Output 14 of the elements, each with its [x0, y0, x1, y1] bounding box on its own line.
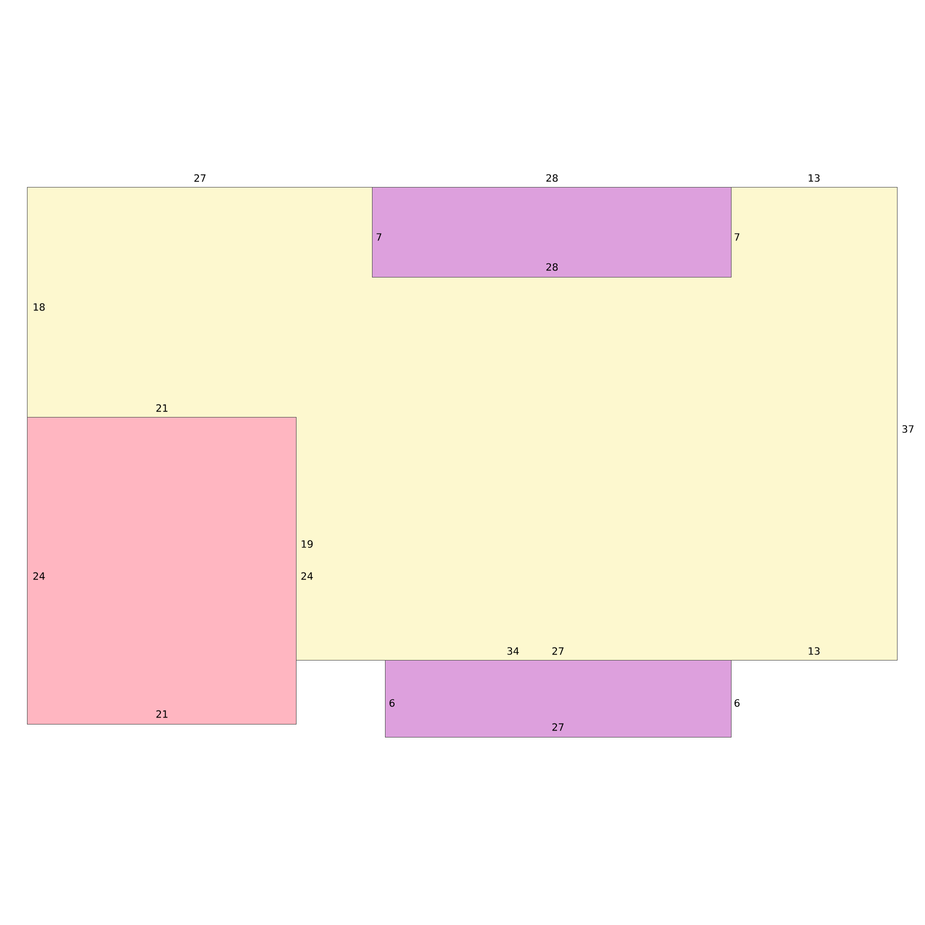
dimension-label: 13	[808, 174, 820, 182]
dimension-label: 28	[546, 263, 558, 271]
area-rectangle	[385, 660, 732, 738]
dimension-label: 24	[33, 572, 45, 580]
dimension-label: 7	[376, 233, 382, 241]
area-rectangle	[27, 417, 296, 724]
dimension-label: 21	[156, 710, 168, 718]
dimension-label: 27	[552, 723, 564, 731]
dimension-label: 6	[390, 699, 395, 707]
dimension-label: 37	[902, 425, 914, 433]
dimension-label: 13	[808, 647, 820, 655]
dimension-label: 18	[34, 303, 45, 311]
dimension-label: 27	[194, 174, 206, 182]
area-rectangle	[372, 187, 732, 278]
